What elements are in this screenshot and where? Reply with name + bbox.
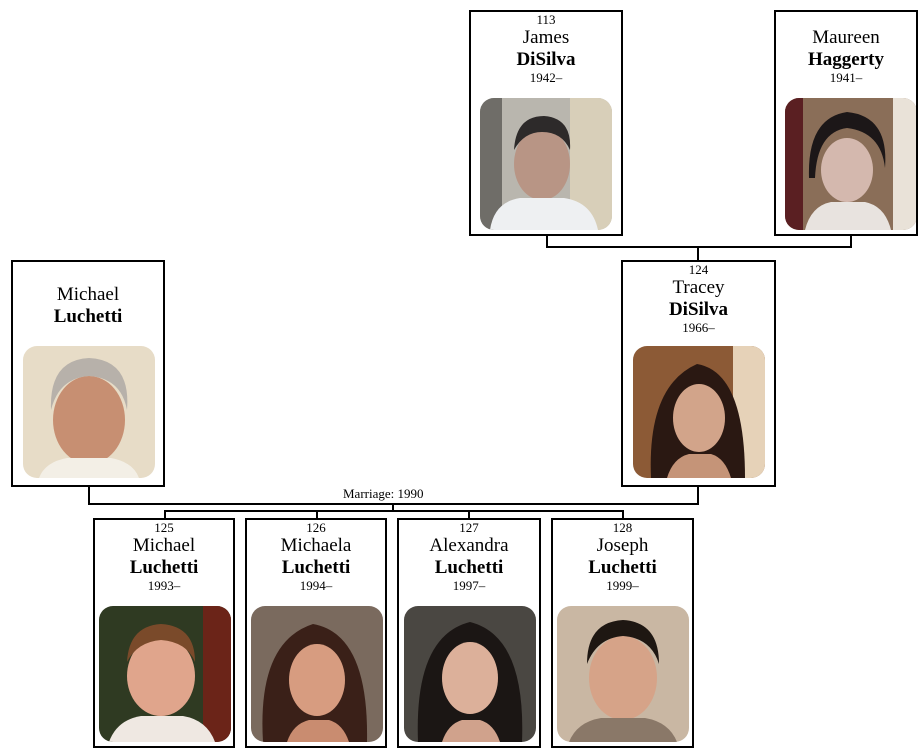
connector-line [697, 246, 699, 261]
person-card-michael-luchetti-jr[interactable]: 125 Michael Luchetti 1993– [93, 518, 235, 748]
connector-line [546, 246, 852, 248]
life-years: 1966– [682, 320, 715, 335]
portrait-photo [23, 346, 155, 478]
surname: Luchetti [588, 557, 657, 578]
surname: DiSilva [516, 49, 576, 70]
connector-line [622, 510, 624, 519]
person-card-joseph-luchetti[interactable]: 128 Joseph Luchetti 1999– [551, 518, 694, 748]
connector-line [316, 510, 318, 519]
person-card-michael-luchetti-sr[interactable]: Michael Luchetti [11, 260, 165, 487]
connector-line [850, 235, 852, 248]
person-id: 126 [306, 520, 326, 535]
person-id: 128 [612, 520, 633, 535]
person-card-alexandra-luchetti[interactable]: 127 Alexandra Luchetti 1997– [397, 518, 541, 748]
life-years: 1994– [299, 578, 333, 593]
given-name: Michaela [280, 535, 352, 556]
person-id: 127 [459, 520, 479, 535]
connector-line [392, 503, 394, 512]
given-name: Michael [132, 535, 196, 556]
person-id: 124 [688, 262, 709, 277]
surname: DiSilva [668, 299, 729, 320]
given-name: Alexandra [429, 535, 509, 556]
person-id: 113 [536, 12, 556, 27]
person-card-michaela-luchetti[interactable]: 126 Michaela Luchetti 1994– [245, 518, 387, 748]
person-id [776, 13, 916, 27]
given-name: James [522, 27, 570, 48]
connector-line [468, 510, 470, 519]
life-years: 1941– [829, 70, 863, 85]
given-name: Joseph [596, 535, 649, 556]
portrait-photo [251, 606, 383, 742]
portrait-photo [633, 346, 765, 478]
person-card-maureen-haggerty[interactable]: Maureen Haggerty 1941– [774, 10, 918, 236]
given-name: Maureen [812, 27, 880, 48]
portrait-photo [99, 606, 231, 742]
connector-line [88, 486, 90, 505]
life-years: 1993– [147, 578, 181, 593]
given-name: Michael [56, 284, 120, 305]
life-years: 1942– [529, 70, 563, 85]
connector-line [164, 510, 624, 512]
connector-line [164, 510, 166, 519]
life-years [13, 328, 163, 342]
given-name: Tracey [672, 277, 725, 298]
surname: Luchetti [53, 306, 123, 327]
marriage-label: Marriage: 1990 [341, 486, 426, 501]
life-years: 1999– [606, 578, 639, 593]
person-card-tracey-disilva[interactable]: 124 Tracey DiSilva 1966– [621, 260, 776, 487]
person-id [13, 263, 163, 277]
portrait-photo [404, 606, 536, 742]
connector-line [546, 235, 548, 248]
surname: Haggerty [808, 49, 884, 70]
connector-line [697, 486, 699, 505]
portrait-photo [557, 606, 689, 742]
portrait-photo [480, 98, 612, 230]
life-years: 1997– [452, 578, 486, 593]
surname: Luchetti [129, 557, 199, 578]
surname: Luchetti [281, 557, 351, 578]
surname: Luchetti [434, 557, 504, 578]
portrait-photo [785, 98, 916, 230]
person-id: 125 [154, 520, 174, 535]
person-card-james-disilva[interactable]: 113 James DiSilva 1942– [469, 10, 623, 236]
